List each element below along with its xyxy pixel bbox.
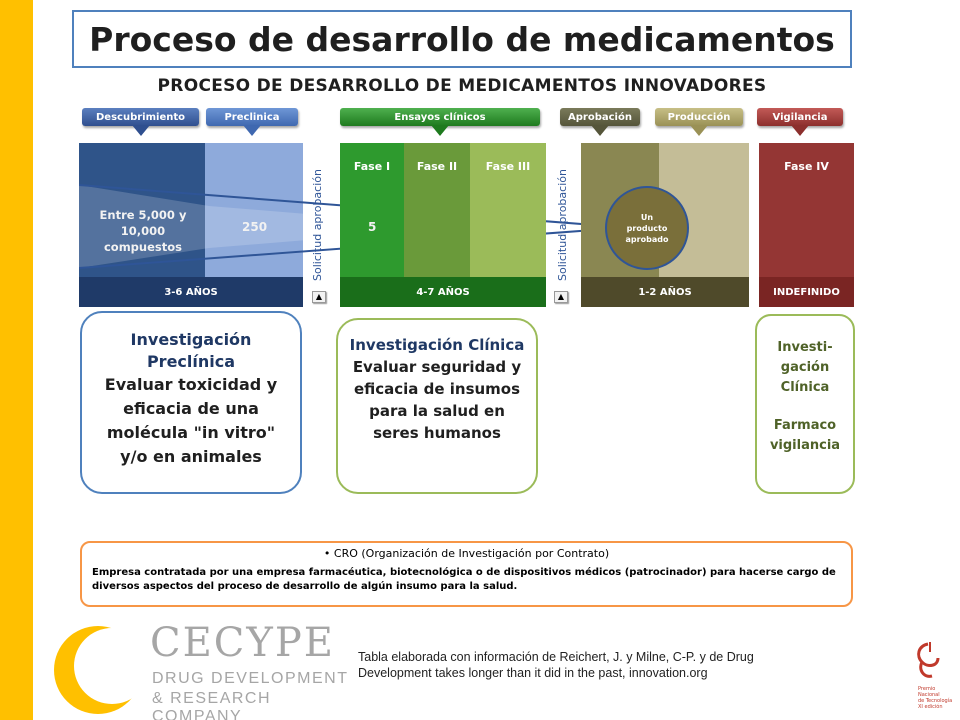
preclinica-count: 250 — [242, 220, 268, 234]
cro-info-box: • CRO (Organización de Investigación por… — [80, 541, 853, 607]
premio-seal: Premio Nacional de Tecnología XI edición — [900, 640, 960, 720]
duration-approval: 1-2 AÑOS — [581, 277, 749, 307]
phase-label-fase2: Fase II — [416, 160, 458, 173]
up-arrow-button-1[interactable]: ▲ — [312, 291, 326, 303]
logo-line2: & RESEARCH COMPANY — [152, 690, 272, 720]
phase-label-fase1: Fase I — [353, 160, 391, 173]
left-accent-stripe — [0, 0, 33, 720]
compuestos-count: Entre 5,000 y 10,000 compuestos — [99, 208, 187, 254]
solicitud-aprobacion-2: Solicitud aprobación — [556, 169, 569, 281]
duration-discovery: 3-6 AÑOS — [79, 277, 303, 307]
diagram-subtitle: PROCESO DE DESARROLLO DE MEDICAMENTOS IN… — [157, 76, 767, 96]
preclinical-info-body: Evaluar toxicidad y eficacia de una molé… — [104, 375, 278, 466]
fase1-block — [340, 143, 404, 277]
stage-label-preclinica: Preclinica — [206, 108, 298, 136]
clinicos-count: 5 — [368, 220, 377, 234]
page-title: Proceso de desarrollo de medicamentos — [89, 19, 835, 59]
vigilance-info-box: Investi-gación Clínica Farmaco vigilanci… — [755, 314, 855, 494]
cecype-logo: CECYPE DRUG DEVELOPMENT & RESEARCH COMPA… — [50, 618, 350, 720]
preclinical-info-box: Investigación Preclínica Evaluar toxicid… — [80, 311, 302, 494]
clinical-info-title: Investigación Clínica — [349, 336, 525, 354]
stage-label-vigilancia: Vigilancia — [757, 108, 843, 136]
phase-label-fase3: Fase III — [485, 160, 531, 173]
approved-product-label: Un producto aprobado — [625, 212, 669, 244]
up-arrow-button-2[interactable]: ▲ — [554, 291, 568, 303]
cro-heading-row: • CRO (Organización de Investigación por… — [92, 547, 841, 560]
stage-label-descubrimiento: Descubrimiento — [82, 108, 199, 136]
cro-body: Empresa contratada por una empresa farma… — [92, 567, 836, 592]
seal-line2: Nacional — [918, 692, 940, 698]
clinical-info-box: Investigación Clínica Evaluar seguridad … — [336, 318, 538, 494]
logo-line1: DRUG DEVELOPMENT — [152, 670, 349, 687]
clinical-info-body: Evaluar seguridad y eficacia de insumos … — [352, 358, 522, 442]
solicitud-aprobacion-1: Solicitud aprobación — [311, 169, 324, 281]
fase2-block — [404, 143, 470, 277]
stage-label-aprobacion: Aprobación — [560, 108, 640, 136]
duration-vigilance: INDEFINIDO — [759, 277, 854, 307]
approved-product-circle: Un producto aprobado — [605, 186, 689, 270]
premio-emblem-icon — [917, 642, 940, 678]
bullet-icon: • — [323, 547, 334, 560]
fase3-block — [470, 143, 546, 277]
vigilance-info-title: Investi-gación Clínica — [777, 340, 833, 395]
vigilance-info-body: Farmaco vigilancia — [769, 418, 841, 453]
cro-heading: CRO (Organización de Investigación por C… — [333, 547, 610, 560]
preclinical-info-title: Investigación Preclínica — [130, 330, 252, 371]
phase-label-fase4: Fase IV — [784, 160, 829, 173]
seal-line3: de Tecnología — [918, 698, 953, 704]
source-credit: Tabla elaborada con información de Reich… — [358, 650, 754, 680]
stage-label-ensayos: Ensayos clínicos — [340, 108, 540, 136]
cecype-crescent-icon — [54, 626, 150, 714]
fase4-block — [759, 143, 854, 277]
duration-clinical: 4-7 AÑOS — [340, 277, 546, 307]
stage-label-produccion: Producción — [655, 108, 743, 136]
title-box: Proceso de desarrollo de medicamentos — [72, 10, 852, 68]
seal-line1: Premio — [918, 686, 936, 692]
seal-line4: XI edición — [918, 704, 943, 710]
logo-name: CECYPE — [150, 620, 335, 666]
